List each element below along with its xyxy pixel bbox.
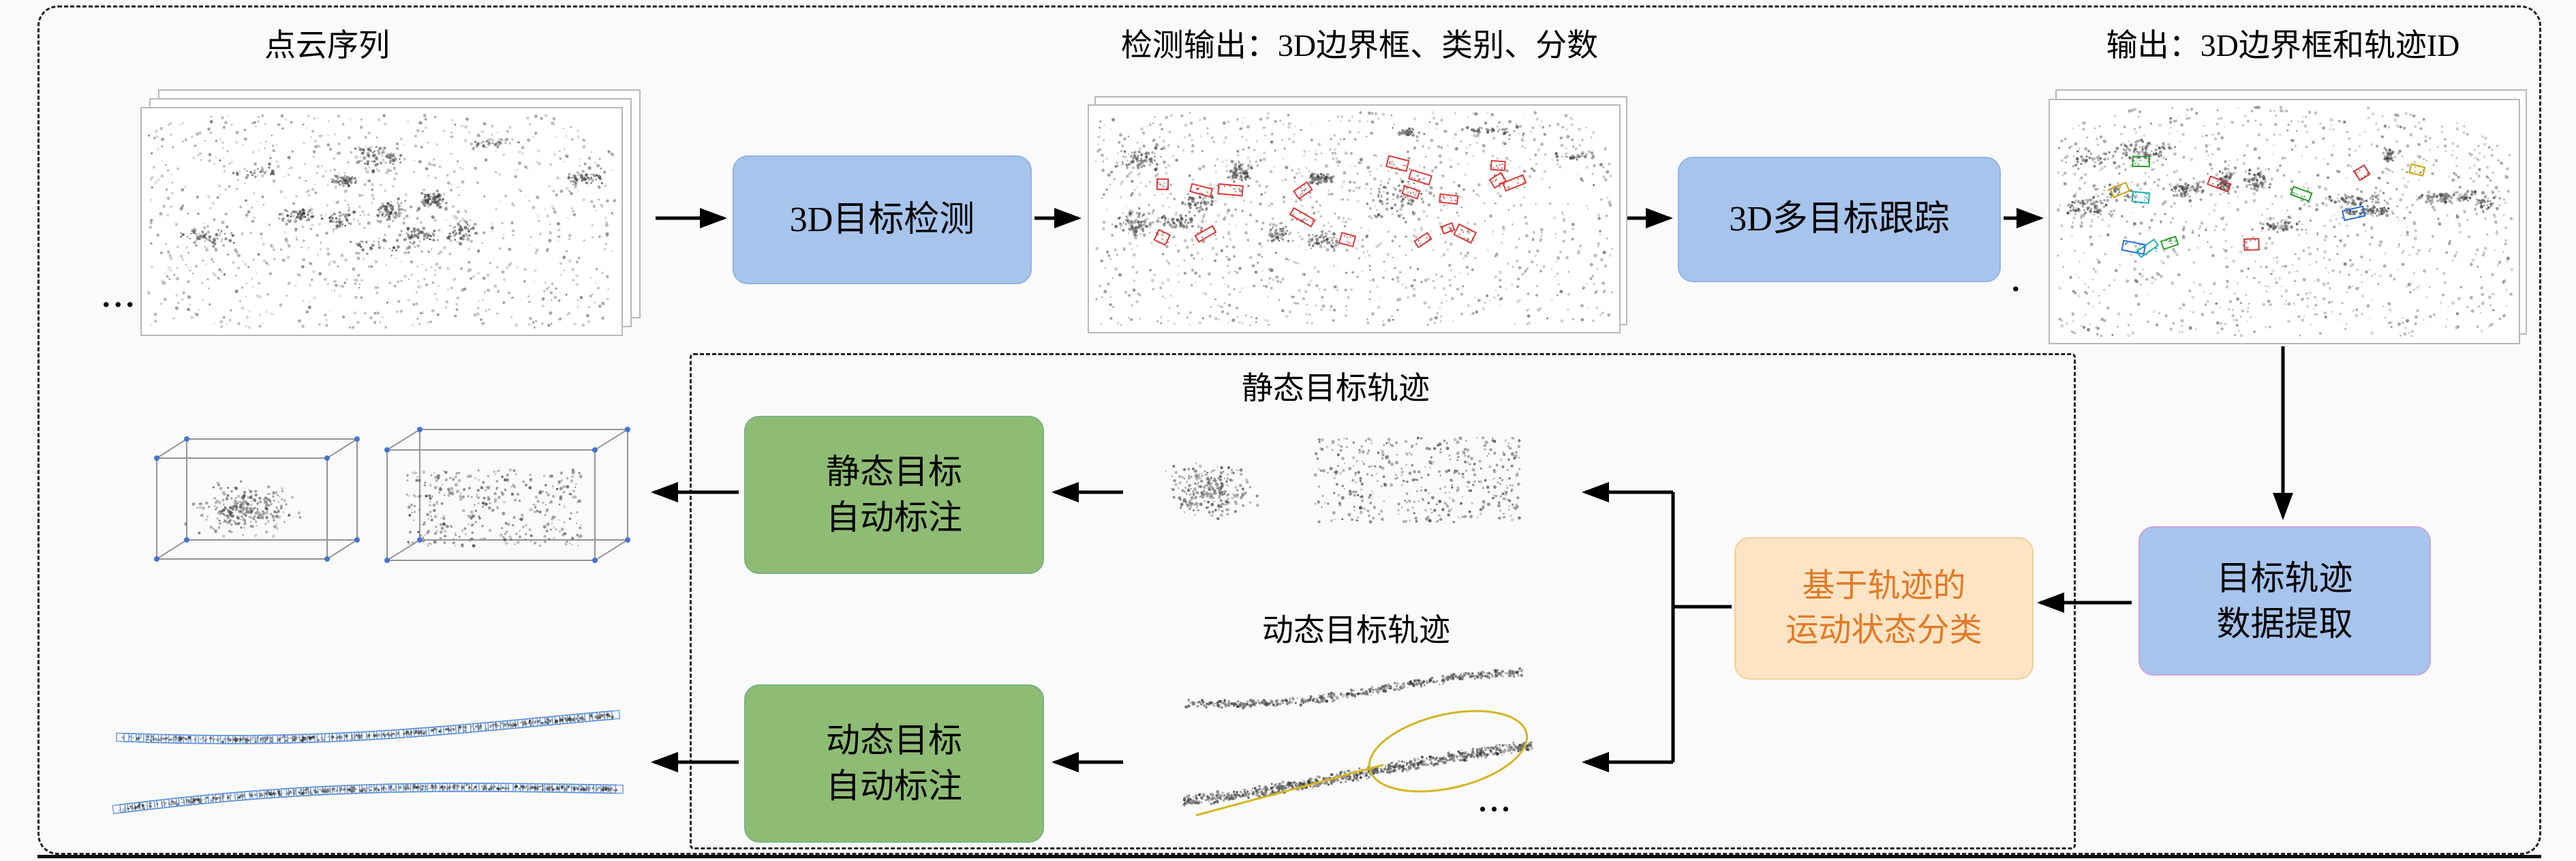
label-dynamic-trajectories: 动态目标轨迹 — [1262, 613, 1450, 648]
sequence-ellipsis: ... — [102, 279, 138, 314]
node-static-auto-labeling: 静态目标 自动标注 — [744, 416, 1044, 574]
tracking-result-image — [2049, 89, 2527, 344]
dynamic-labeled-points — [112, 710, 624, 815]
static-object-points — [1165, 436, 1521, 524]
node-trajectory-data-extraction: 目标轨迹 数据提取 — [2138, 526, 2431, 676]
static-trajectory-image — [1165, 436, 1521, 524]
lidar-scene-points-with-detections — [1094, 111, 1614, 327]
dynamic-labeled-image — [112, 710, 624, 815]
detection-result-image — [1088, 96, 1627, 333]
node-motion-state-classification: 基于轨迹的 运动状态分类 — [1734, 537, 2034, 680]
extract-line-1: 目标轨迹 — [2216, 558, 2353, 597]
label-detection-output: 检测输出：3D边界框、类别、分数 — [1120, 28, 1599, 63]
lidar-scene-points-with-tracks — [2057, 106, 2514, 337]
page-edge-line — [37, 855, 2541, 858]
node-dynamic-auto-labeling-label: 动态目标 自动标注 — [826, 718, 962, 809]
node-trajectory-data-extraction-label: 目标轨迹 数据提取 — [2217, 556, 2353, 647]
node-motion-state-classification-label: 基于轨迹的 运动状态分类 — [1785, 564, 1982, 652]
pointcloud-sequence-image — [140, 89, 641, 336]
outer-dashed-border — [37, 5, 2541, 855]
classify-line-1: 基于轨迹的 — [1802, 568, 1966, 605]
static-auto-line-2: 自动标注 — [826, 498, 962, 537]
label-tracking-output: 输出：3D边界框和轨迹ID — [2106, 28, 2460, 63]
node-dynamic-auto-labeling: 动态目标 自动标注 — [744, 684, 1044, 843]
dynamic-trajectory-ellipsis: ... — [1479, 785, 1514, 818]
node-3d-object-detection-label: 3D目标检测 — [789, 200, 975, 239]
dynamic-auto-line-1: 动态目标 — [826, 721, 962, 759]
dynamic-auto-line-2: 自动标注 — [826, 767, 962, 805]
label-static-trajectories: 静态目标轨迹 — [1242, 371, 1430, 406]
extract-line-2: 数据提取 — [2216, 604, 2353, 643]
node-3d-multi-object-tracking-label: 3D多目标跟踪 — [1729, 200, 1950, 239]
static-labeled-image — [154, 427, 630, 563]
node-3d-multi-object-tracking: 3D多目标跟踪 — [1678, 157, 2001, 282]
lidar-scene-points — [147, 114, 616, 329]
static-labeled-points — [154, 427, 630, 563]
node-static-auto-labeling-label: 静态目标 自动标注 — [826, 449, 962, 541]
label-pointcloud-sequence: 点云序列 — [264, 28, 390, 63]
dynamic-trajectory-image — [1182, 667, 1533, 817]
tracking-image-dot: . — [2012, 263, 2024, 298]
static-auto-line-1: 静态目标 — [826, 453, 962, 491]
dynamic-trajectory-highlight-line — [1195, 764, 1384, 817]
classify-line-2: 运动状态分类 — [1785, 611, 1982, 648]
node-3d-object-detection: 3D目标检测 — [733, 155, 1032, 284]
